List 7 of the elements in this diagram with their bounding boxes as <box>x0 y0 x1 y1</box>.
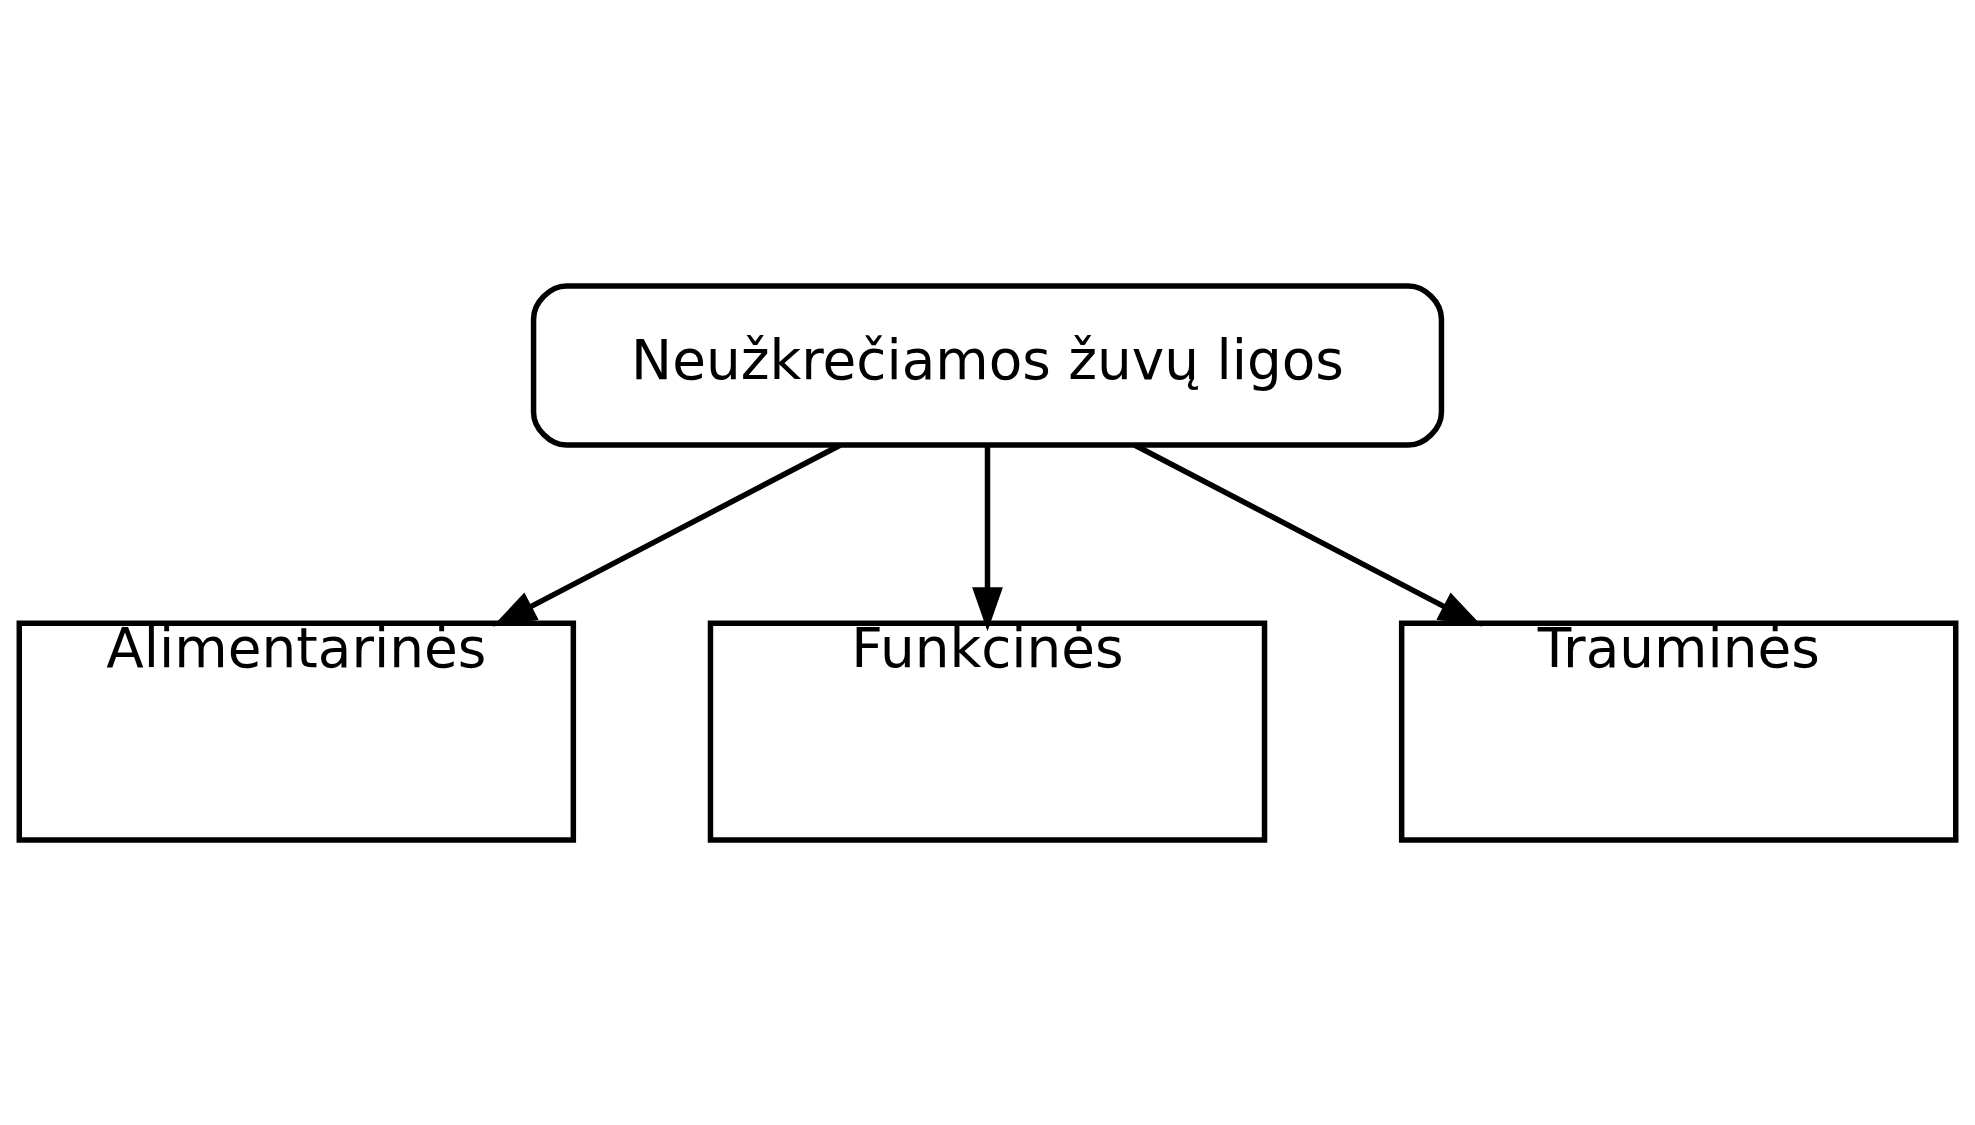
node-box: Neužkrečiamos žuvų ligos <box>530 282 1445 448</box>
arrow <box>1133 442 1483 627</box>
node-box: Trauminės <box>1398 620 1959 843</box>
arrow <box>972 445 1003 631</box>
node-box: Funkcinės <box>707 620 1268 843</box>
node-box: Alimentarinės <box>16 620 577 843</box>
arrow <box>492 442 842 627</box>
